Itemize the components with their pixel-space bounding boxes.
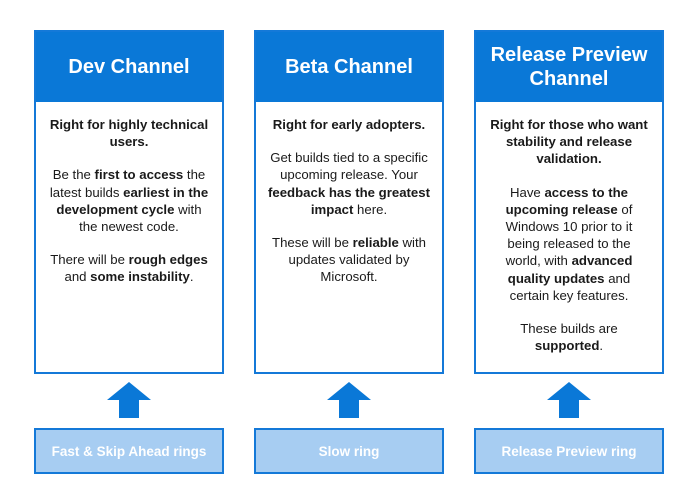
beta-channel-title: Beta Channel [256,32,442,102]
dev-channel-description: Be the first to access the latest builds… [48,166,210,235]
release-preview-channel-card: Release Preview Channel Right for those … [474,30,664,374]
up-arrow-icon [547,382,591,418]
text-run: . [599,338,604,354]
release-preview-channel-column: Release Preview Channel Right for those … [474,0,664,504]
release-preview-ring-box: Release Preview ring [474,428,664,474]
emphasis-run: first to access [94,167,184,183]
emphasis-run: reliable [352,235,399,251]
dev-channel-title: Dev Channel [36,32,222,102]
beta-channel-body: Right for early adopters. Get builds tie… [256,102,442,286]
text-run: These builds are [520,321,618,337]
dev-channel-stability-note: There will be rough edges and some insta… [48,251,210,285]
release-preview-channel-support-note: These builds are supported. [488,320,650,354]
text-run: of Windows 10 prior to it being released… [505,201,633,269]
beta-channel-description: Get builds tied to a specific upcoming r… [268,149,430,218]
dev-channel-body: Right for highly technical users. Be the… [36,102,222,286]
slow-ring-box: Slow ring [254,428,444,474]
fast-skip-ahead-rings-box: Fast & Skip Ahead rings [34,428,224,474]
text-run: the latest builds [49,167,206,200]
beta-channel-card: Beta Channel Right for early adopters. G… [254,30,444,374]
release-preview-channel-title: Release Preview Channel [476,32,662,102]
text-run: and certain key features. [509,270,631,303]
release-preview-channel-body: Right for those who want stability and r… [476,102,662,354]
emphasis-run: feedback has the greatest impact [268,184,430,217]
dev-channel-card: Dev Channel Right for highly technical u… [34,30,224,374]
text-run: with the newest code. [79,201,202,235]
emphasis-run: rough edges [128,252,208,268]
emphasis-run: access to the upcoming release [505,184,628,217]
dev-channel-lead: Right for highly technical users. [49,117,209,150]
beta-channel-lead: Right for early adopters. [272,117,426,132]
emphasis-run: some instability [90,269,190,285]
text-run: These will be [272,235,353,251]
text-run: Get builds tied to a specific upcoming r… [270,150,428,183]
text-run: There will be [50,252,129,268]
text-run: . [189,269,194,285]
dev-channel-column: Dev Channel Right for highly technical u… [34,0,224,504]
up-arrow-icon [327,382,371,418]
emphasis-run: earliest in the development cycle [56,184,209,217]
beta-channel-reliability-note: These will be reliable with updates vali… [268,234,430,286]
release-preview-channel-description: Have access to the upcoming release of W… [488,184,650,304]
release-preview-channel-lead: Right for those who want stability and r… [490,117,648,167]
text-run: and [64,269,91,285]
beta-channel-column: Beta Channel Right for early adopters. G… [254,0,444,504]
text-run: Be the [52,167,95,183]
text-run: here. [353,201,388,217]
emphasis-run: advanced quality updates [507,253,633,286]
text-run: with updates validated by Microsoft. [288,235,426,285]
up-arrow-icon [107,382,151,418]
emphasis-run: supported [534,338,600,354]
text-run: Have [509,184,545,200]
